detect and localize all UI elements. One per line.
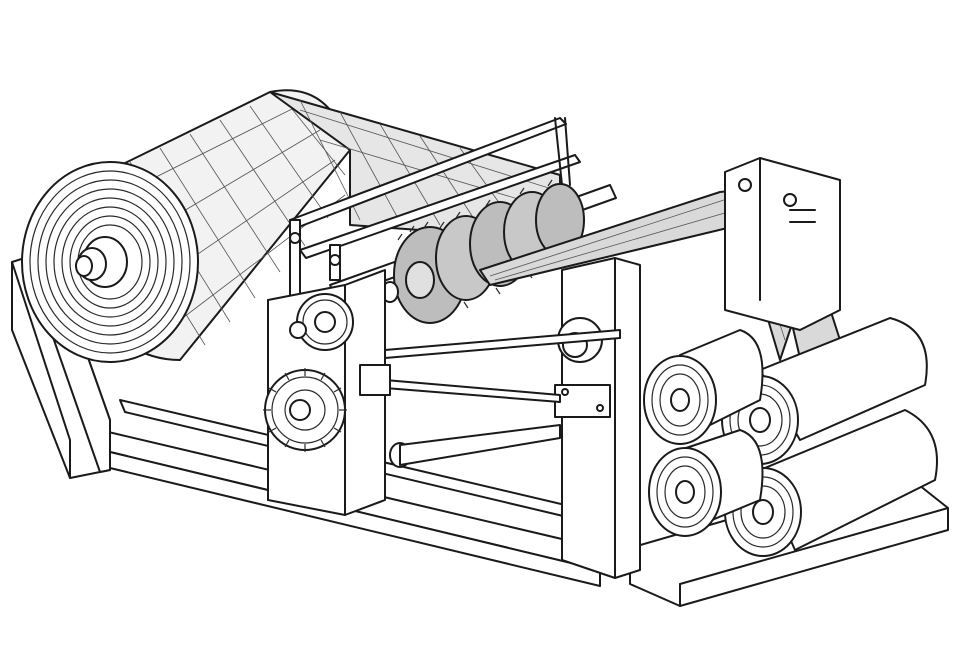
guide-bars (289, 117, 581, 341)
rewound-rolls (643, 317, 938, 557)
right-back-frame (724, 157, 841, 331)
drive-gears (263, 293, 354, 452)
middle-upright (554, 257, 641, 579)
unwind-roll-end-face (21, 161, 199, 363)
unwind-roll (21, 89, 351, 363)
blade-teeth (397, 179, 553, 309)
upper-gear (289, 293, 354, 351)
connecting-rods (359, 329, 621, 468)
rewound-roll-front-lower (648, 429, 764, 537)
lower-gear (263, 368, 347, 452)
gear-teeth (263, 368, 347, 452)
rewound-roll-front-upper (643, 329, 764, 445)
